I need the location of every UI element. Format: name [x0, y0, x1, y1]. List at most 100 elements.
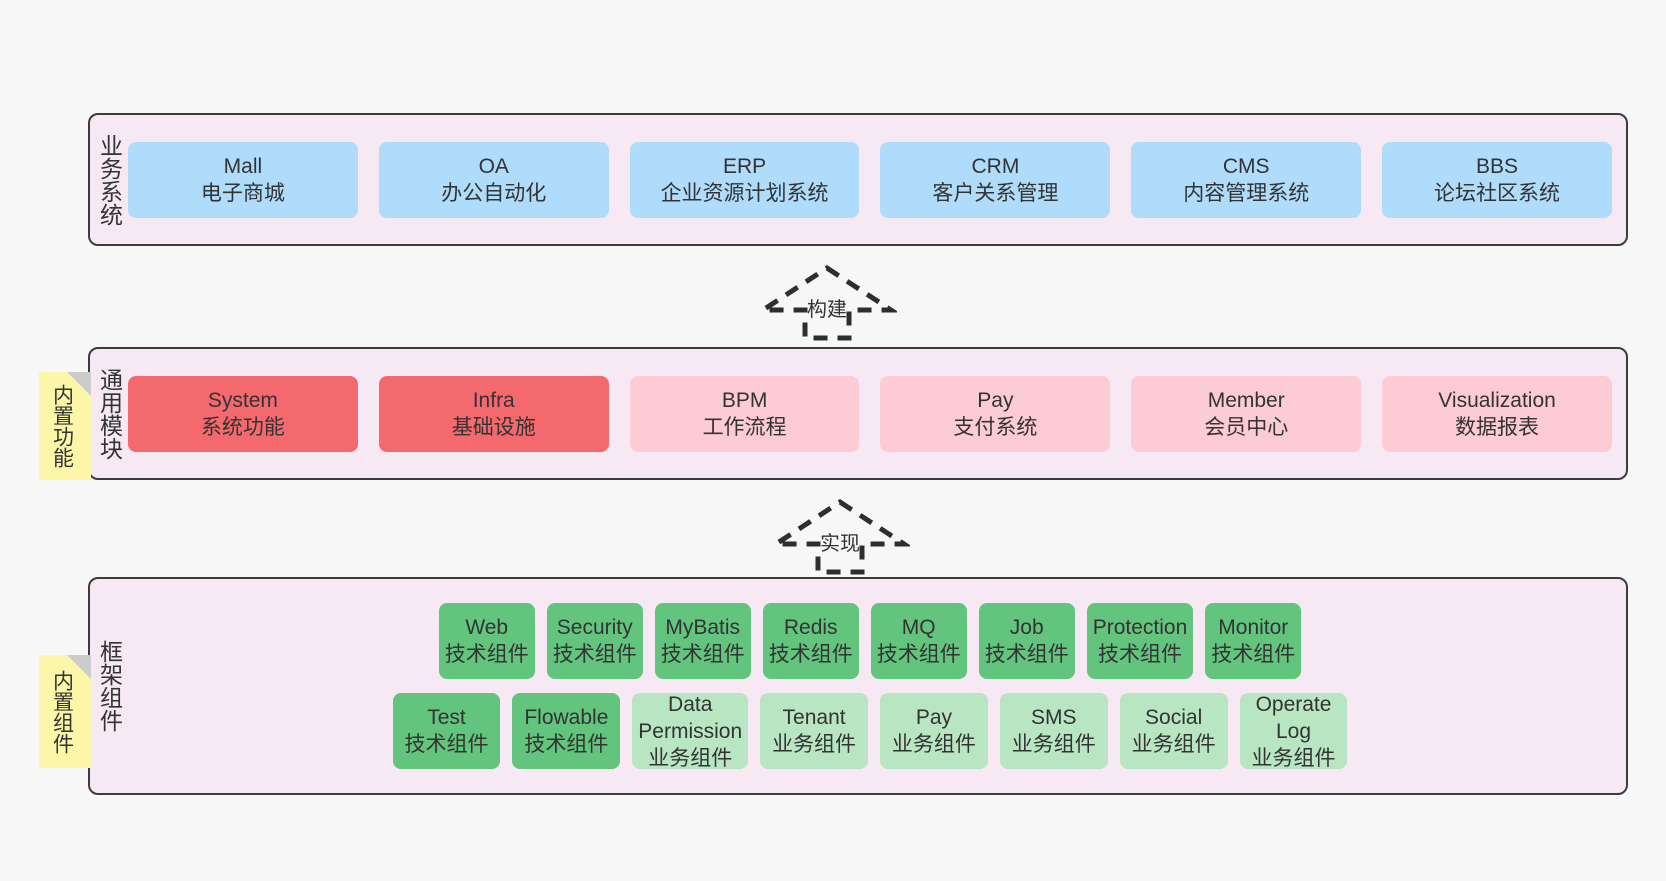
tech-component-job[interactable]: Job 技术组件: [978, 603, 1075, 679]
implement-arrow-label: 实现: [820, 533, 860, 555]
tech-component-security[interactable]: Security 技术组件: [546, 603, 643, 679]
node-name: Protection: [1092, 616, 1188, 639]
build-arrow-label: 构建: [807, 299, 847, 321]
node-description: 技术组件: [404, 733, 489, 756]
component-data-permission[interactable]: Data Permission 业务组件: [632, 692, 749, 770]
node-description: 数据报表: [1455, 415, 1540, 439]
builtin-features-note: 内置功能: [39, 372, 91, 480]
node-description: 技术组件: [552, 643, 637, 666]
common-module-bpm[interactable]: BPM 工作流程: [629, 375, 860, 452]
business-system-mall[interactable]: Mall 电子商城: [128, 141, 358, 218]
component-flowable[interactable]: Flowable 技术组件: [512, 693, 621, 769]
tech-component-redis[interactable]: Redis 技术组件: [762, 603, 859, 679]
common-module-infra[interactable]: Infra 基础设施: [378, 375, 609, 452]
builtin-components-note: 内置组件: [39, 655, 91, 768]
business-systems-layer: 业务系统 Mall 电子商城 OA 办公自动化 ERP 企业资源计划系统 CRM 客户关系管理…: [88, 113, 1628, 246]
node-description: 业务组件: [1011, 733, 1096, 756]
node-name: OA: [478, 154, 509, 178]
node-name: Monitor: [1218, 616, 1289, 639]
node-description: 技术组件: [768, 643, 853, 666]
node-name: Security: [556, 616, 633, 639]
node-description: 系统功能: [200, 415, 285, 439]
node-name: MQ: [901, 616, 936, 639]
business-system-oa[interactable]: OA 办公自动化: [378, 141, 609, 218]
common-module-pay[interactable]: Pay 支付系统: [880, 375, 1111, 452]
node-name: Flowable: [524, 706, 609, 729]
tech-component-web[interactable]: Web 技术组件: [438, 603, 535, 679]
node-description: 企业资源计划系统: [660, 181, 829, 205]
node-name: SMS: [1031, 706, 1077, 729]
build-generalization-arrow: 构建: [757, 262, 897, 342]
node-description: 会员中心: [1204, 415, 1289, 439]
node-description: 业务组件: [648, 746, 733, 770]
node-name: Member: [1207, 388, 1285, 412]
node-name: Pay: [915, 706, 953, 729]
common-module-system[interactable]: System 系统功能: [128, 375, 358, 452]
node-description: 技术组件: [444, 643, 529, 666]
node-name: Tenant: [782, 706, 846, 729]
common-modules-layer: 通用模块 System 系统功能 Infra 基础设施 BPM 工作流程 Pay 支付系统 Me…: [88, 347, 1628, 480]
node-description: 工作流程: [702, 415, 787, 439]
node-name: System: [207, 388, 278, 412]
common-modules-node-row: System 系统功能 Infra 基础设施 BPM 工作流程 Pay 支付系统 Member 会…: [128, 349, 1626, 478]
common-module-visualization[interactable]: Visualization 数据报表: [1382, 375, 1612, 452]
node-description: 业务组件: [772, 733, 857, 756]
node-description: 基础设施: [451, 415, 536, 439]
node-name: BBS: [1476, 154, 1519, 178]
framework-components-layer-title: 框架组件: [96, 640, 123, 732]
node-name: Web: [465, 616, 509, 639]
node-description: 客户关系管理: [932, 181, 1059, 205]
business-system-bbs[interactable]: BBS 论坛社区系统: [1382, 141, 1612, 218]
component-social[interactable]: Social 业务组件: [1119, 693, 1228, 769]
node-name: Job: [1009, 616, 1044, 639]
node-description: 技术组件: [984, 643, 1069, 666]
tech-component-protection[interactable]: Protection 技术组件: [1086, 603, 1194, 679]
component-operate-log[interactable]: Operate Log 业务组件: [1239, 692, 1348, 770]
node-name: Redis: [783, 616, 838, 639]
node-name: Infra: [472, 388, 515, 412]
node-name: Data Permission: [638, 692, 743, 743]
node-name: Pay: [977, 388, 1014, 412]
common-modules-layer-title: 通用模块: [96, 367, 123, 460]
component-tenant[interactable]: Tenant 业务组件: [760, 693, 868, 769]
node-description: 支付系统: [953, 415, 1038, 439]
node-description: 业务组件: [1251, 746, 1336, 770]
node-name: Social: [1145, 706, 1203, 729]
business-system-crm[interactable]: CRM 客户关系管理: [880, 141, 1111, 218]
node-name: Operate Log: [1255, 692, 1332, 743]
common-module-member[interactable]: Member 会员中心: [1131, 375, 1362, 452]
node-description: 内容管理系统: [1183, 181, 1310, 205]
builtin-components-note-label: 内置组件: [50, 669, 74, 754]
node-description: 技术组件: [1211, 643, 1296, 666]
component-pay[interactable]: Pay 业务组件: [880, 693, 988, 769]
node-name: ERP: [722, 154, 767, 178]
business-systems-layer-title: 业务系统: [96, 133, 123, 226]
node-description: 技术组件: [524, 733, 609, 756]
builtin-features-note-label: 内置功能: [50, 384, 74, 468]
node-description: 技术组件: [876, 643, 961, 666]
node-name: Mall: [223, 154, 263, 178]
node-description: 业务组件: [1131, 733, 1216, 756]
component-sms[interactable]: SMS 业务组件: [999, 693, 1108, 769]
node-name: CRM: [971, 154, 1020, 178]
node-description: 论坛社区系统: [1434, 181, 1561, 205]
note-fold-corner: [67, 372, 91, 396]
tech-component-monitor[interactable]: Monitor 技术组件: [1205, 603, 1302, 679]
node-name: Visualization: [1438, 388, 1556, 412]
node-name: BPM: [721, 388, 768, 412]
node-name: MyBatis: [665, 616, 741, 639]
tech-component-mq[interactable]: MQ 技术组件: [870, 603, 967, 679]
node-description: 办公自动化: [441, 181, 547, 205]
business-system-erp[interactable]: ERP 企业资源计划系统: [629, 141, 860, 218]
node-description: 业务组件: [891, 733, 976, 756]
node-description: 技术组件: [1098, 643, 1182, 666]
node-description: 电子商城: [200, 181, 285, 205]
